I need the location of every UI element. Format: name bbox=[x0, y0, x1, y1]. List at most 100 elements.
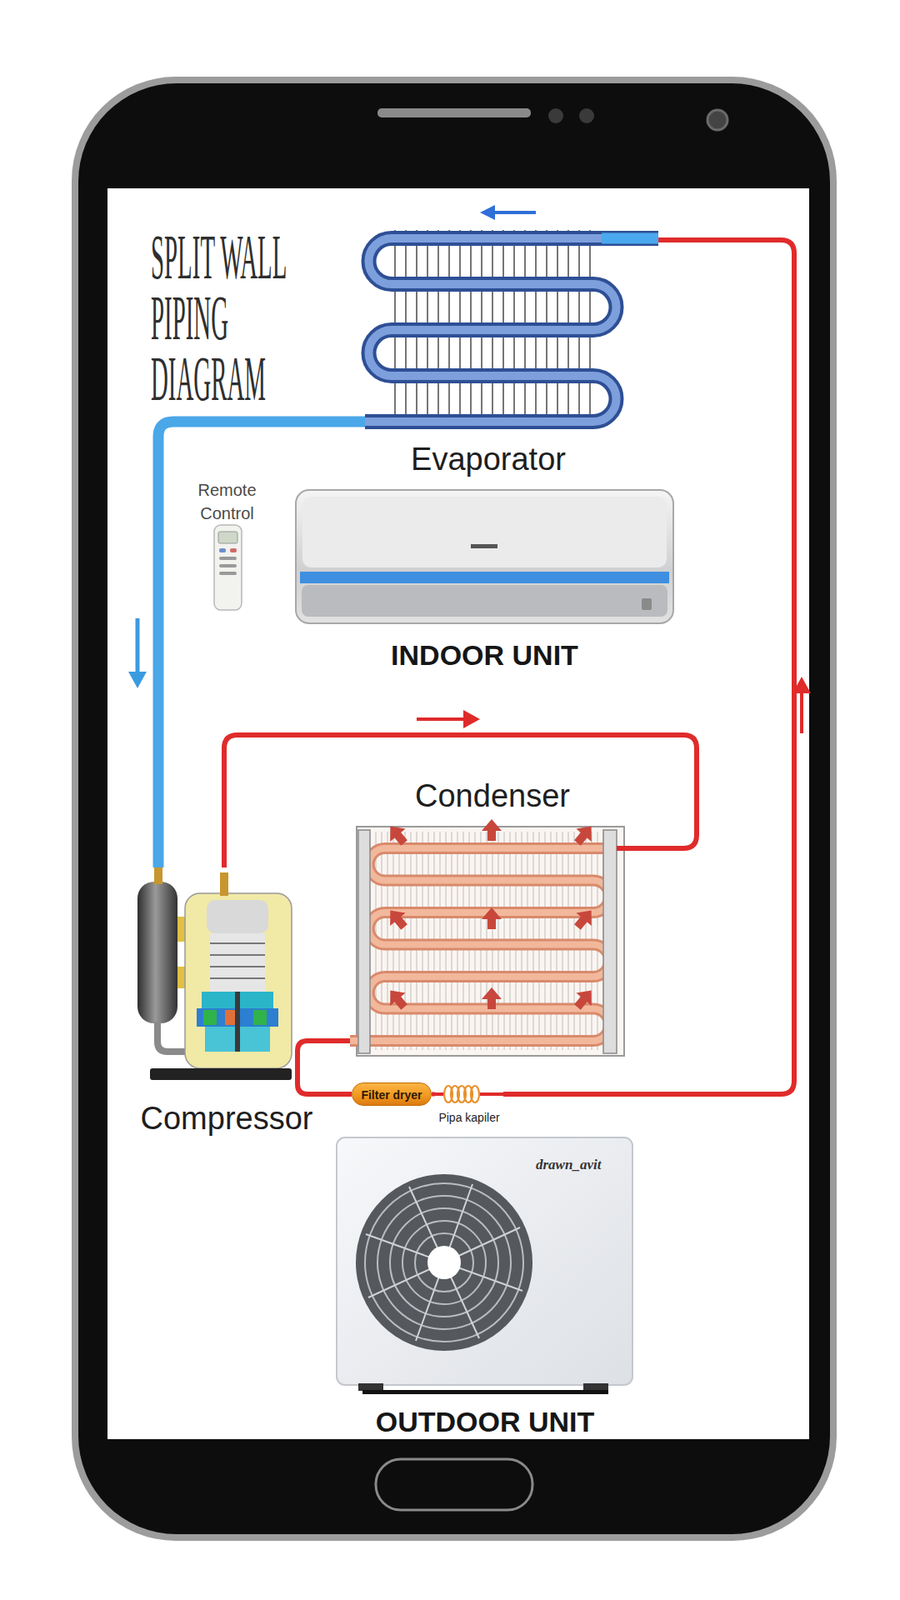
flow-arrow-shaft bbox=[800, 690, 804, 734]
condenser-coil bbox=[350, 848, 617, 1041]
compressor-picture bbox=[203, 1010, 217, 1025]
pipe-line bbox=[431, 1092, 435, 1097]
phone-frame bbox=[579, 108, 595, 124]
outdoor-unit-picture bbox=[358, 1383, 384, 1391]
component-label: Remote Control bbox=[187, 478, 267, 525]
condenser-coil bbox=[481, 987, 502, 1010]
refrigerant-pipe bbox=[224, 710, 697, 868]
outdoor-unit-picture bbox=[415, 1233, 474, 1292]
remote-control-picture bbox=[218, 531, 238, 544]
outdoor-unit-picture bbox=[355, 1174, 533, 1351]
pipe-line bbox=[224, 735, 697, 868]
component-label: Pipa kapiler bbox=[435, 1110, 504, 1125]
pipe-line bbox=[158, 421, 365, 868]
component-label: Filter dryer bbox=[359, 1083, 425, 1107]
phone-frame bbox=[78, 83, 830, 1535]
phone-frame bbox=[375, 1459, 533, 1510]
evaporator-coil bbox=[365, 205, 659, 429]
condenser-coil bbox=[481, 907, 502, 930]
outdoor-unit-box: OUTDOOR UNIT bbox=[336, 1137, 634, 1440]
evaporator-coil bbox=[365, 238, 659, 422]
capillary-coil bbox=[435, 1085, 504, 1103]
condenser-box: Condenser bbox=[350, 775, 635, 1059]
flow-arrowhead bbox=[792, 676, 811, 694]
compressor-picture bbox=[150, 1068, 292, 1080]
indoor-unit-picture bbox=[302, 496, 667, 568]
flow-arrow-shaft bbox=[135, 618, 140, 675]
component-label: INDOOR UNIT bbox=[295, 638, 674, 672]
evaporator-coil bbox=[480, 205, 495, 220]
compressor-picture bbox=[210, 965, 265, 968]
phone-frame bbox=[377, 108, 531, 118]
component-label: Compressor bbox=[132, 1100, 321, 1137]
remote-control-picture bbox=[219, 571, 237, 575]
outdoor-unit-picture bbox=[390, 1208, 499, 1317]
flow-arrowhead bbox=[128, 671, 147, 689]
outdoor-unit-picture bbox=[365, 1183, 524, 1342]
capillary-tube-box: Pipa kapiler bbox=[435, 1082, 504, 1129]
compressor-picture bbox=[235, 991, 240, 1052]
phone-frame bbox=[107, 188, 810, 1440]
phone-frame bbox=[71, 76, 837, 1541]
component-label: OUTDOOR UNIT bbox=[336, 1405, 634, 1439]
compressor-picture bbox=[206, 900, 269, 934]
phone-frame bbox=[548, 108, 564, 124]
compressor-picture bbox=[137, 881, 178, 1024]
outdoor-unit-picture bbox=[336, 1137, 633, 1385]
component-label: Evaporator bbox=[365, 440, 612, 478]
compressor-picture bbox=[220, 872, 229, 896]
remote-control-picture bbox=[214, 525, 242, 610]
condenser-coil bbox=[382, 820, 412, 850]
compressor-picture bbox=[154, 867, 163, 885]
condenser-coil bbox=[481, 819, 502, 841]
condenser-coil bbox=[603, 830, 617, 1054]
capillary-coil bbox=[478, 1092, 504, 1096]
condenser-coil bbox=[382, 904, 412, 934]
compressor-picture bbox=[210, 977, 265, 980]
filter-dryer-capsule: Filter dryer bbox=[351, 1082, 432, 1106]
title-wrap: SPLIT WALL PIPING DIAGRAM bbox=[150, 226, 543, 410]
phone-frame bbox=[71, 76, 837, 1541]
outdoor-unit-picture bbox=[427, 1245, 461, 1280]
compressor-picture bbox=[210, 954, 265, 956]
remote-control-picture bbox=[230, 548, 237, 553]
condenser-coil bbox=[350, 819, 635, 1056]
capillary-coil bbox=[470, 1085, 480, 1103]
indoor-unit-picture bbox=[641, 598, 652, 610]
phone-frame bbox=[707, 110, 728, 130]
condenser-coil bbox=[358, 830, 370, 1054]
compressor-picture bbox=[253, 1010, 267, 1025]
evaporator-box: Evaporator bbox=[365, 220, 659, 484]
indoor-unit-box: INDOOR UNIT bbox=[295, 487, 674, 677]
remote-control-picture bbox=[219, 548, 226, 553]
diagram-title: SPLIT WALL PIPING DIAGRAM bbox=[150, 226, 300, 410]
evaporator-coil bbox=[365, 238, 659, 422]
evaporator-coil bbox=[493, 210, 536, 215]
compressor-picture bbox=[225, 1010, 237, 1025]
compressor-picture bbox=[137, 867, 292, 1080]
component-label: Condenser bbox=[350, 777, 635, 815]
indoor-unit-picture bbox=[295, 490, 674, 624]
outdoor-unit-picture bbox=[583, 1383, 609, 1391]
indoor-unit-picture bbox=[301, 585, 668, 617]
outdoor-unit-picture bbox=[362, 1390, 609, 1395]
condenser-coil bbox=[350, 848, 617, 1041]
condenser-coil bbox=[616, 845, 635, 851]
outdoor-unit-picture bbox=[377, 1195, 511, 1330]
refrigerant-pipe bbox=[431, 1094, 435, 1095]
evaporator-coil bbox=[601, 233, 659, 245]
condenser-coil bbox=[570, 904, 600, 934]
remote-control-picture bbox=[219, 564, 237, 568]
condenser-coil bbox=[570, 984, 600, 1014]
remote-control-picture bbox=[214, 525, 242, 610]
outdoor-unit-picture bbox=[402, 1220, 486, 1305]
outdoor-unit-picture bbox=[336, 1137, 633, 1395]
condenser-coil bbox=[382, 984, 412, 1014]
remote-control-box: Remote Control bbox=[187, 478, 267, 614]
watermark: drawn_avit bbox=[535, 1156, 601, 1174]
compressor-picture bbox=[210, 933, 265, 992]
refrigerant-pipe bbox=[128, 421, 365, 868]
remote-control-picture bbox=[219, 556, 237, 560]
flow-arrow-shaft bbox=[416, 717, 467, 721]
